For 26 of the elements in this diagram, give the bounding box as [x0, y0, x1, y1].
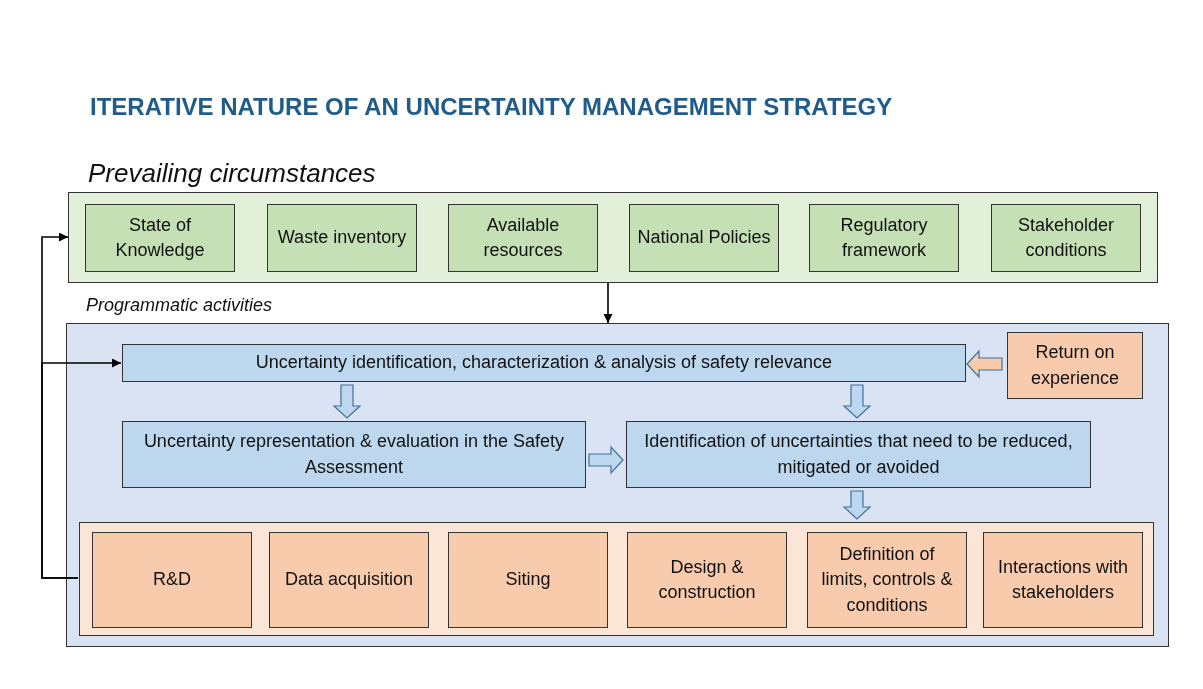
block-arrow [966, 349, 1003, 379]
process-box: Uncertainty identification, characterization & analysis of safety relevance [122, 344, 966, 382]
process-box: R&D [92, 532, 252, 628]
process-box: Design & construction [627, 532, 787, 628]
block-arrow [842, 490, 872, 520]
block-arrow [842, 384, 872, 419]
process-box: Stakeholder conditions [991, 204, 1141, 272]
process-box: Waste inventory [267, 204, 417, 272]
block-arrow [332, 384, 362, 419]
process-box: Available resources [448, 204, 598, 272]
process-box: Siting [448, 532, 608, 628]
arrow [603, 282, 613, 324]
process-box: Identification of uncertainties that need to be reduced, mitigated or avoided [626, 421, 1091, 488]
group-heading: Programmatic activities [86, 295, 273, 316]
process-box: Definition of limits, controls & conditions [807, 532, 967, 628]
process-box: Regulatory framework [809, 204, 959, 272]
process-box: State of Knowledge [85, 204, 235, 272]
process-box: Uncertainty representation & evaluation in the Safety Assessment [122, 421, 586, 488]
block-arrow [588, 445, 624, 475]
process-box: National Policies [629, 204, 779, 272]
process-box: Data acquisition [269, 532, 429, 628]
title: ITERATIVE NATURE OF AN UNCERTAINTY MANAGEMENT STRATEGY [90, 93, 893, 121]
arrow [41, 358, 122, 579]
process-box: Return on experience [1007, 332, 1143, 399]
process-box: Interactions with stakeholders [983, 532, 1143, 628]
group-heading: Prevailing circumstances [88, 158, 376, 189]
